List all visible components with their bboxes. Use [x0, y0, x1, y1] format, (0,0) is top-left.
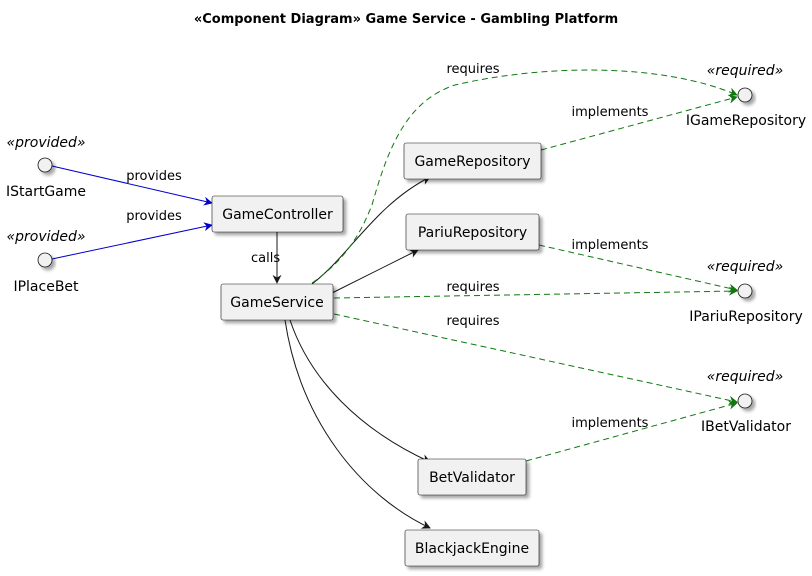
component-blackjackengine-label: BlackjackEngine: [415, 541, 529, 557]
edge-gameservice-to-betvalidator: [289, 319, 431, 463]
edge-label-provides-istartgame: provides: [126, 169, 182, 184]
component-pariurepository[interactable]: PariuRepository: [405, 213, 540, 251]
edge-label-requires-ipariurepository: requires: [447, 280, 500, 295]
component-gamerepository-label: GameRepository: [414, 154, 530, 170]
interface-igamerepository-label: IGameRepository: [686, 113, 806, 129]
interface-ibetvalidator-circle: [737, 393, 753, 409]
interface-ibetvalidator[interactable]: «required» IBetValidator: [701, 369, 791, 435]
edge-label-implements-igamerepository: implements: [572, 105, 649, 120]
edge-gameservice-requires-ibetvalidator: [333, 313, 738, 405]
component-pariurepository-label: PariuRepository: [418, 225, 527, 241]
edge-gameservice-to-pariurepository: [331, 249, 419, 294]
edge-betvalidator-implements-ibetvalidator: [525, 400, 738, 462]
interface-istartgame[interactable]: «provided» IStartGame: [6, 135, 86, 200]
edge-gameservice-requires-ipariurepository: [333, 286, 738, 299]
diagram-title: «Component Diagram» Game Service - Gambl…: [194, 12, 618, 27]
edge-label-requires-igamerepository: requires: [447, 62, 500, 77]
edge-gameservice-to-blackjackengine: [284, 319, 431, 529]
edge-label-provides-iplacebet: provides: [126, 209, 182, 224]
component-gamecontroller-label: GameController: [222, 207, 333, 223]
interface-ibetvalidator-stereotype: «required»: [707, 369, 784, 385]
interface-iplacebet-label: IPlaceBet: [13, 279, 79, 295]
interface-iplacebet[interactable]: «provided» IPlaceBet: [6, 229, 85, 295]
interface-istartgame-circle: [37, 157, 53, 173]
component-gamecontroller[interactable]: GameController: [211, 195, 344, 233]
interface-iplacebet-stereotype: «provided»: [6, 229, 85, 245]
edge-label-requires-ibetvalidator: requires: [447, 314, 500, 329]
edge-istartgame-to-gamecontroller: [51, 165, 213, 206]
component-blackjackengine[interactable]: BlackjackEngine: [404, 529, 540, 567]
interface-istartgame-stereotype: «provided»: [6, 135, 85, 151]
interface-iplacebet-circle: [37, 252, 53, 268]
edge-gamerepository-implements-igamerepository: [540, 94, 738, 151]
component-gameservice-label: GameService: [230, 295, 323, 311]
interface-ipariurepository-label: IPariuRepository: [689, 309, 802, 325]
interface-ipariurepository-stereotype: «required»: [707, 259, 784, 275]
component-gameservice[interactable]: GameService: [220, 283, 334, 321]
interface-ibetvalidator-label: IBetValidator: [701, 419, 791, 435]
interface-igamerepository-circle: [737, 87, 753, 103]
component-betvalidator-label: BetValidator: [429, 470, 515, 486]
interface-ipariurepository-circle: [737, 283, 753, 299]
edge-label-calls: calls: [251, 251, 280, 266]
component-gamerepository[interactable]: GameRepository: [403, 142, 542, 180]
interface-igamerepository[interactable]: «required» IGameRepository: [686, 63, 806, 129]
edge-gameservice-requires-igamerepository: [311, 69, 738, 284]
edge-label-implements-ipariurepository: implements: [572, 238, 649, 253]
interface-istartgame-label: IStartGame: [6, 184, 86, 200]
edge-label-implements-ibetvalidator: implements: [572, 416, 649, 431]
edge-pariurepository-implements-ipariurepository: [538, 244, 738, 293]
interface-ipariurepository[interactable]: «required» IPariuRepository: [689, 259, 802, 325]
edge-iplacebet-to-gamecontroller: [51, 222, 213, 260]
component-betvalidator[interactable]: BetValidator: [417, 458, 527, 496]
edge-gameservice-to-gamerepository: [311, 176, 431, 285]
interface-igamerepository-stereotype: «required»: [707, 63, 784, 79]
